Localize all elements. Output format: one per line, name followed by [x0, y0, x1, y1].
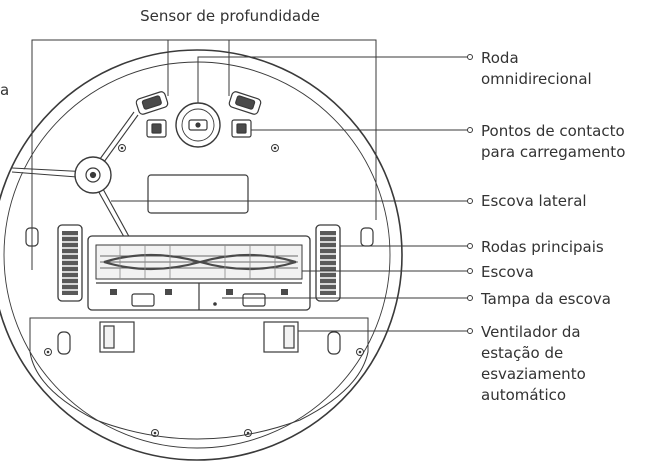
- main-brush: [95, 244, 303, 280]
- bottom-plate: [29, 317, 369, 440]
- leader-endpoints: [467, 54, 473, 334]
- label-main-brush: Escova: [481, 263, 534, 281]
- label-edge-fragment: a: [0, 81, 10, 99]
- leader-lines: [31, 39, 468, 332]
- omni-wheel: [175, 102, 221, 148]
- label-brush-cover: Tampa da escova: [481, 290, 611, 308]
- side-brush: [11, 111, 139, 245]
- depth-sensor-left: [135, 91, 169, 115]
- main-wheel-left: [57, 224, 83, 302]
- depth-sensor-right: [228, 91, 262, 115]
- auto-empty-fan-right: [263, 321, 299, 353]
- main-wheel-right: [315, 224, 341, 302]
- robot-body-inner-rim: [3, 61, 391, 449]
- bottom-latch-left: [57, 331, 71, 355]
- label-plate: [147, 174, 249, 214]
- label-auto-empty-fan: Ventilador da estação de esvaziamento au…: [481, 323, 586, 404]
- bottom-latch-right: [327, 331, 341, 355]
- charging-contact-right: [231, 119, 252, 138]
- auto-empty-fan-left: [99, 321, 135, 353]
- label-charging-contacts: Pontos de contacto para carregamento: [481, 122, 626, 161]
- label-side-brush: Escova lateral: [481, 192, 587, 210]
- charging-contact-left: [146, 119, 167, 138]
- label-main-wheels: Rodas principais: [481, 238, 604, 256]
- label-omni-wheel: Roda omnidirecional: [481, 49, 592, 88]
- screw-markers: [44, 144, 364, 437]
- brush-cover: [96, 282, 302, 310]
- label-depth-sensor: Sensor de profundidade: [140, 7, 320, 25]
